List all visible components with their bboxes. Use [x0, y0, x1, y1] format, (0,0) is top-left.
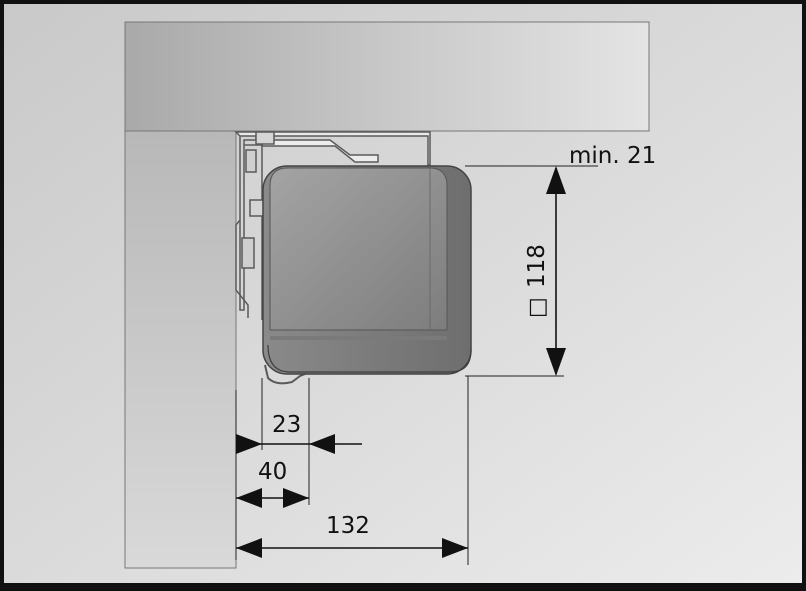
dimension-118-arrow [546, 166, 566, 376]
bracket-depth-label: 40 [258, 459, 287, 485]
cross-section-label-group: □ 118 [524, 244, 550, 318]
ceiling-slab [124, 21, 650, 132]
square-symbol: □ [525, 297, 550, 318]
dimension-40-arrow [236, 488, 309, 508]
wall [124, 130, 237, 569]
extension-lines [235, 165, 598, 565]
total-depth-label: 132 [326, 513, 370, 539]
mounting-bracket [234, 131, 431, 385]
inner-offset-label: 23 [272, 412, 301, 438]
cross-section-label: 118 [524, 244, 550, 288]
shutter-housing [262, 165, 472, 375]
dimension-23-arrow [236, 434, 362, 454]
dimension-132-arrow [236, 538, 468, 558]
min-clearance-label: min. 21 [569, 143, 656, 169]
